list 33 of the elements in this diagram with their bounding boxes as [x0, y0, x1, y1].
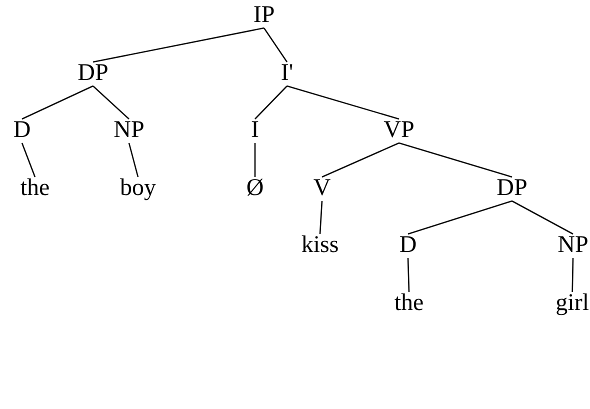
tree-label: DP — [76, 60, 110, 86]
tree-branch — [407, 258, 410, 292]
tree-branch — [286, 85, 400, 120]
tree-branch — [408, 200, 512, 235]
tree-branch — [319, 200, 323, 234]
tree-branch — [572, 258, 574, 292]
tree-label: Ø — [245, 175, 265, 201]
tree-branch — [22, 85, 94, 120]
tree-label: boy — [119, 175, 157, 201]
tree-branch — [254, 143, 256, 177]
tree-label: D — [12, 117, 32, 143]
tree-branch — [92, 86, 130, 120]
tree-label: V — [312, 175, 332, 201]
tree-label: I' — [280, 60, 294, 86]
tree-branch — [92, 27, 264, 63]
tree-branch — [128, 142, 139, 178]
tree-label: IP — [252, 2, 276, 28]
tree-branch — [512, 200, 574, 235]
tree-label: DP — [496, 175, 528, 201]
tree-branch — [263, 28, 288, 62]
tree-branch — [254, 86, 288, 120]
tree-label: kiss — [300, 232, 340, 258]
tree-label: the — [393, 290, 425, 316]
tree-branch — [21, 142, 36, 178]
tree-label: D — [398, 232, 418, 258]
tree-label: NP — [112, 117, 146, 143]
tree-label: NP — [556, 232, 590, 258]
tree-branch — [322, 142, 400, 178]
tree-label: I — [250, 117, 260, 143]
tree-branch — [398, 142, 512, 178]
tree-label: VP — [382, 117, 416, 143]
tree-label: girl — [554, 290, 590, 316]
tree-label: the — [19, 175, 51, 201]
